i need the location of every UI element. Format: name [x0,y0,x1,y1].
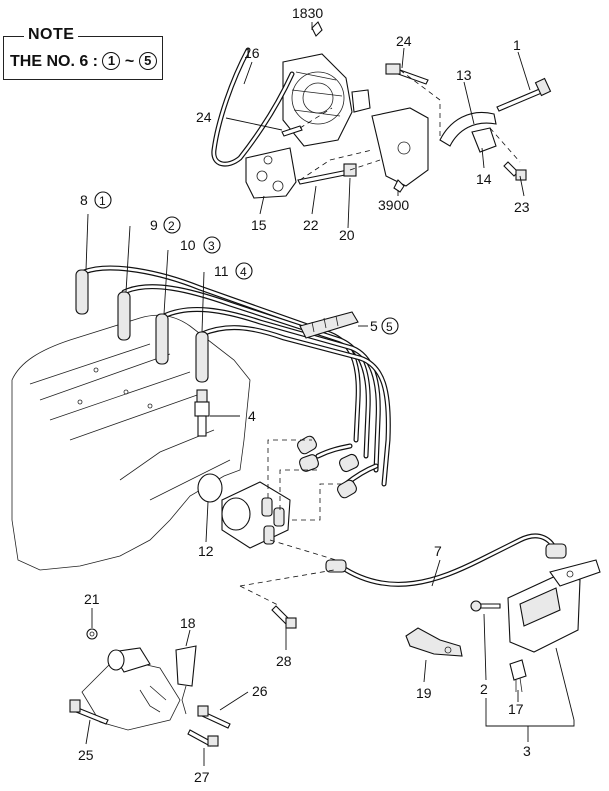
callout-19: 19 [416,685,432,701]
callout-16: 16 [244,45,260,61]
ignition-coil-3 [470,559,601,693]
plug-wire-boots [75,269,360,499]
callouts: 1830 24 1 16 24 13 14 23 15 22 20 3900 8… [78,5,531,785]
callout-10: 10 [180,237,196,253]
callout-28: 28 [276,653,292,669]
callout-22: 22 [303,217,319,233]
callout-20: 20 [339,227,355,243]
note-box: NOTE THE NO. 6 : 1 ~ 5 [3,26,163,80]
starter-motor [81,628,197,731]
note-range-separator: ~ [124,53,135,70]
drive-belt [211,47,295,167]
callout-11-circled-ref: 4 [240,265,247,279]
adjuster-bracket-13 [439,112,497,153]
callout-24-upper: 24 [396,33,412,49]
note-text: THE NO. 6 : 1 ~ 5 [10,52,157,71]
callout-3: 3 [523,743,531,759]
callout-1: 1 [513,37,521,53]
callout-23: 23 [514,199,530,215]
engine-block-outline [11,314,251,571]
wire-separator-5 [299,311,359,339]
callout-14: 14 [476,171,492,187]
callout-4: 4 [248,408,256,424]
bracket-19 [405,627,463,657]
spark-plug-4 [194,389,210,437]
callout-26: 26 [252,683,268,699]
note-title: NOTE [24,26,79,44]
alternator-bracket [245,147,297,199]
callout-10-circled-ref: 3 [208,239,215,253]
dash-lines-upper [299,69,521,181]
leader-lines [85,22,575,766]
callout-8-circled-ref: 1 [99,194,106,208]
coil-wire-7 [325,533,567,587]
callout-18: 18 [180,615,196,631]
alternator-assembly [282,21,371,147]
callout-15: 15 [251,217,267,233]
bolts-upper [281,63,552,185]
mounting-bracket-3900 [371,107,429,193]
callout-11: 11 [214,263,229,279]
callout-25: 25 [78,747,94,763]
callout-3900: 3900 [378,197,409,213]
callout-12: 12 [198,543,214,559]
note-range-end: 5 [138,52,157,70]
callout-8: 8 [80,192,88,208]
callout-2: 2 [480,681,488,697]
callout-1830: 1830 [292,5,323,21]
note-range-start: 1 [102,52,121,70]
callout-21: 21 [84,591,100,607]
distributor-assembly [197,439,346,561]
callout-5-circled-ref: 5 [386,320,393,334]
callout-27: 27 [194,769,210,785]
callout-9: 9 [150,217,158,233]
note-prefix: THE NO. 6 : [10,53,99,70]
starter-bolts [69,569,335,747]
callout-5: 5 [370,318,378,334]
callout-17: 17 [508,701,524,717]
callout-9-circled-ref: 2 [168,219,175,233]
callout-24-left: 24 [196,109,212,125]
callout-7: 7 [434,543,442,559]
callout-13: 13 [456,67,472,83]
